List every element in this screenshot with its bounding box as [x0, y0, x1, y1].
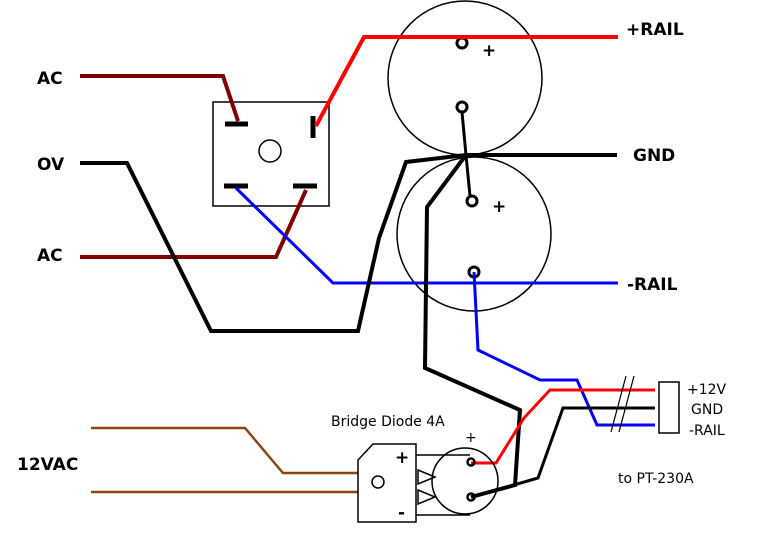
small-bridge-rectifier: [357, 443, 417, 523]
bridge-rectifier: [212, 101, 330, 207]
bridge-center-hole: [258, 139, 282, 163]
minus-rail-wire: [234, 186, 618, 285]
vac-top-wire: [91, 426, 378, 475]
break-mark-right: [618, 375, 635, 433]
cap-top-negative-terminal: [455, 100, 469, 114]
output-connector: [658, 381, 680, 434]
cap-bottom-plus-mark: +: [492, 197, 506, 217]
small-bridge-tab-lower: [417, 488, 437, 506]
plus-rail-wire: [314, 35, 618, 127]
small-bridge-connector-circle: [431, 447, 499, 515]
cap-bottom-plus-lead: [464, 154, 472, 197]
small-bridge-tab-upper: [417, 468, 437, 486]
small-bridge-minus-mark: -: [398, 503, 405, 523]
cap-center-tap: [460, 111, 468, 156]
label-ov: OV: [37, 155, 65, 175]
label-plus-rail: +RAIL: [626, 20, 684, 40]
label-connector-plus12v: +12V: [687, 382, 727, 398]
connector-red-wire: [471, 388, 655, 465]
break-mark-left: [610, 375, 627, 433]
label-ac-top: AC: [37, 69, 63, 89]
ac-top-wire: [80, 74, 240, 122]
small-bridge-plus-mark: +: [395, 448, 409, 468]
connector-blue-wire: [472, 271, 655, 427]
cap-top-plus-mark: +: [482, 41, 496, 61]
label-to-pt230a: to PT-230A: [618, 471, 694, 487]
label-gnd: GND: [633, 146, 675, 166]
ac-bottom-wire: [80, 189, 308, 259]
small-bridge-pin-minus: [466, 492, 476, 502]
label-12vac: 12VAC: [17, 455, 78, 475]
label-ac-bottom: AC: [37, 246, 63, 266]
small-bridge-hole: [371, 475, 385, 489]
cap-top-positive-terminal: [455, 36, 469, 50]
label-minus-rail: -RAIL: [627, 275, 678, 295]
connector-black-wire: [471, 406, 655, 499]
label-bridge-plus: +: [465, 430, 477, 446]
ground-wire: [80, 153, 617, 333]
small-bridge-pin-plus: [466, 457, 476, 467]
label-connector-rail: -RAIL: [689, 423, 725, 439]
label-bridge-diode: Bridge Diode 4A: [331, 414, 445, 430]
label-connector-gnd: GND: [691, 402, 723, 418]
cap-bottom-positive-terminal: [465, 194, 479, 208]
